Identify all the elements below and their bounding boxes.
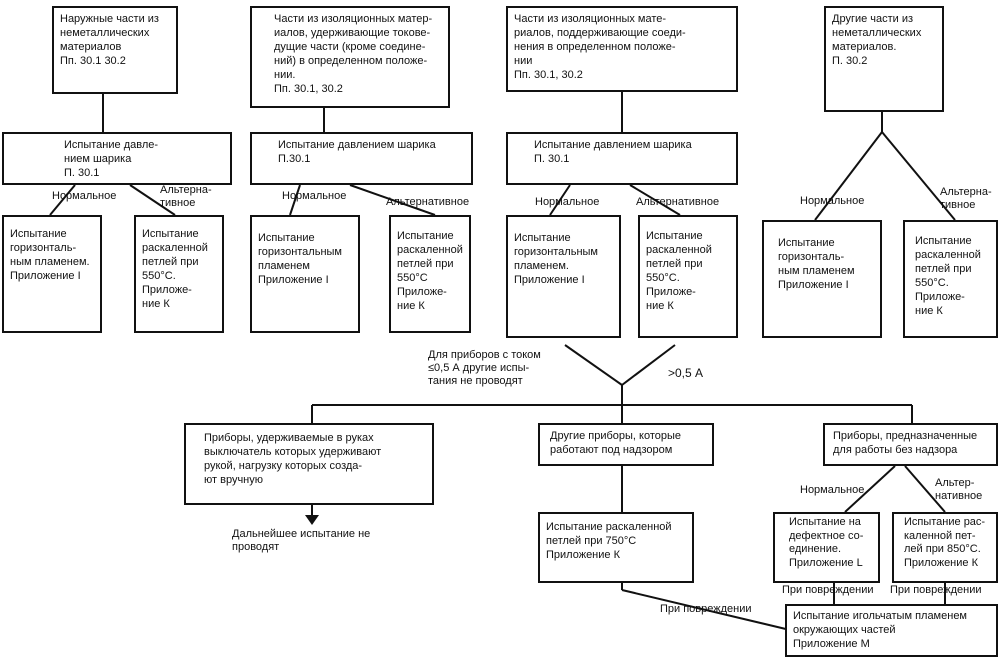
col2-normal-label: Нормальное: [282, 190, 347, 202]
glow-wire-850-box: Испытание рас- каленной пет- лей при 850…: [892, 512, 998, 583]
col3-parts-box: Части из изоляционных мате- риалов, подд…: [506, 6, 738, 92]
col1-glow-wire-box: Испытание раскаленной петлей при 550°С. …: [134, 215, 224, 333]
col4-glow-wire-box: Испытание раскаленной петлей при 550°С. …: [903, 220, 998, 338]
glow-wire-750-box: Испытание раскаленной петлей при 750°С П…: [538, 512, 694, 583]
col1-parts-box: Наружные части из неметаллических матери…: [52, 6, 178, 94]
col3-ball-test-box: Испытание давлением шарика П. 30.1: [506, 132, 738, 185]
current-low-label: Для приборов с током ≤0,5 А другие испы-…: [428, 349, 541, 387]
col4-horizontal-flame-box: Испытание горизонталь- ным пламенем Прил…: [762, 220, 882, 338]
col2-horizontal-flame-box: Испытание горизонтальным пламенем Прилож…: [250, 215, 360, 333]
col1-alt-label: Альтерна- тивное: [160, 184, 212, 209]
damage-label-supervised: При повреждении: [660, 603, 752, 615]
col1-horizontal-flame-box: Испытание горизонталь- ным пламенем. При…: [2, 215, 102, 333]
col4-parts-box: Другие части из неметаллических материал…: [824, 6, 944, 112]
unattended-normal-label: Нормальное: [800, 484, 865, 496]
current-high-label: >0,5 А: [668, 366, 704, 380]
col3-glow-wire-box: Испытание раскаленной петлей при 550°С. …: [638, 215, 738, 338]
unattended-devices-box: Приборы, предназначенные для работы без …: [823, 423, 998, 466]
col3-horizontal-flame-box: Испытание горизонтальным пламенем. Прило…: [506, 215, 621, 338]
handheld-devices-box: Приборы, удерживаемые в руках выключател…: [184, 423, 434, 505]
damage-label-left: При повреждении: [782, 584, 874, 596]
supervised-devices-box: Другие приборы, которые работают под над…: [538, 423, 714, 466]
col4-alt-label: Альтерна- тивное: [940, 186, 992, 211]
col2-alt-label: Альтернативное: [386, 196, 470, 208]
defective-connection-box: Испытание на дефектное со- единение. При…: [773, 512, 880, 583]
no-further-testing-label: Дальнейшее испытание не проводят: [232, 528, 371, 553]
col2-ball-test-box: Испытание давлением шарика П.30.1: [250, 132, 473, 185]
col2-parts-box: Части из изоляционных матер- иалов, удер…: [250, 6, 450, 108]
col2-glow-wire-box: Испытание раскаленной петлей при 550°С П…: [389, 215, 471, 333]
col1-normal-label: Нормальное: [52, 190, 117, 202]
unattended-alt-label: Альтер- нативное: [935, 477, 983, 502]
col4-normal-label: Нормальное: [800, 195, 865, 207]
col3-alt-label: Альтернативное: [636, 196, 720, 208]
damage-label-right: При повреждении: [890, 584, 982, 596]
needle-flame-box: Испытание игольчатым пламенем окружающих…: [785, 604, 998, 657]
col3-normal-label: Нормальное: [535, 196, 600, 208]
col1-ball-test-box: Испытание давле- нием шарика П. 30.1: [2, 132, 232, 185]
